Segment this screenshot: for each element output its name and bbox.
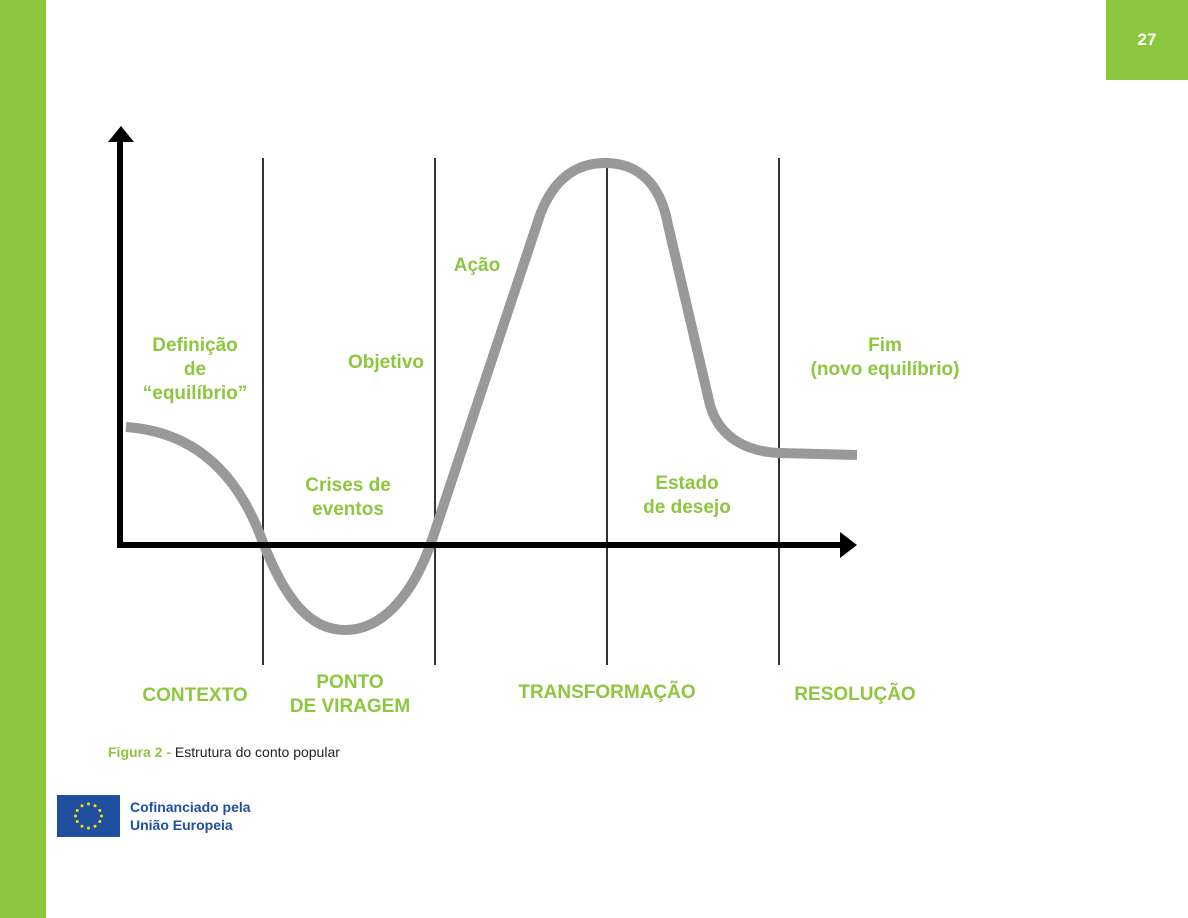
- figure-title: Estrutura do conto popular: [174, 744, 340, 760]
- label-objetivo: Objetivo: [347, 352, 425, 373]
- phase-contexto: CONTEXTO: [142, 685, 248, 706]
- figure-caption: Figura 2 - Estrutura do conto popular: [108, 744, 340, 760]
- label-fim: Fim(novo equilíbrio): [810, 335, 960, 380]
- page-number: 27: [1106, 0, 1188, 80]
- figure-number: Figura 2 -: [108, 744, 172, 760]
- x-axis-arrow: [840, 532, 857, 558]
- phase-resolucao: RESOLUÇÃO: [794, 684, 916, 705]
- label-acao: Ação: [453, 255, 501, 276]
- eu-text-line1: Cofinanciado pela: [130, 799, 251, 815]
- left-accent-bar: [0, 0, 46, 918]
- eu-cofunding-logo: Cofinanciado pela União Europeia: [57, 795, 251, 837]
- y-axis-arrow: [108, 126, 134, 142]
- phase-transformacao: TRANSFORMAÇÃO: [518, 682, 696, 703]
- eu-flag-icon: [57, 795, 120, 837]
- story-curve: [125, 157, 858, 636]
- eu-text-line2: União Europeia: [130, 817, 233, 833]
- phase-dividers: [262, 158, 780, 665]
